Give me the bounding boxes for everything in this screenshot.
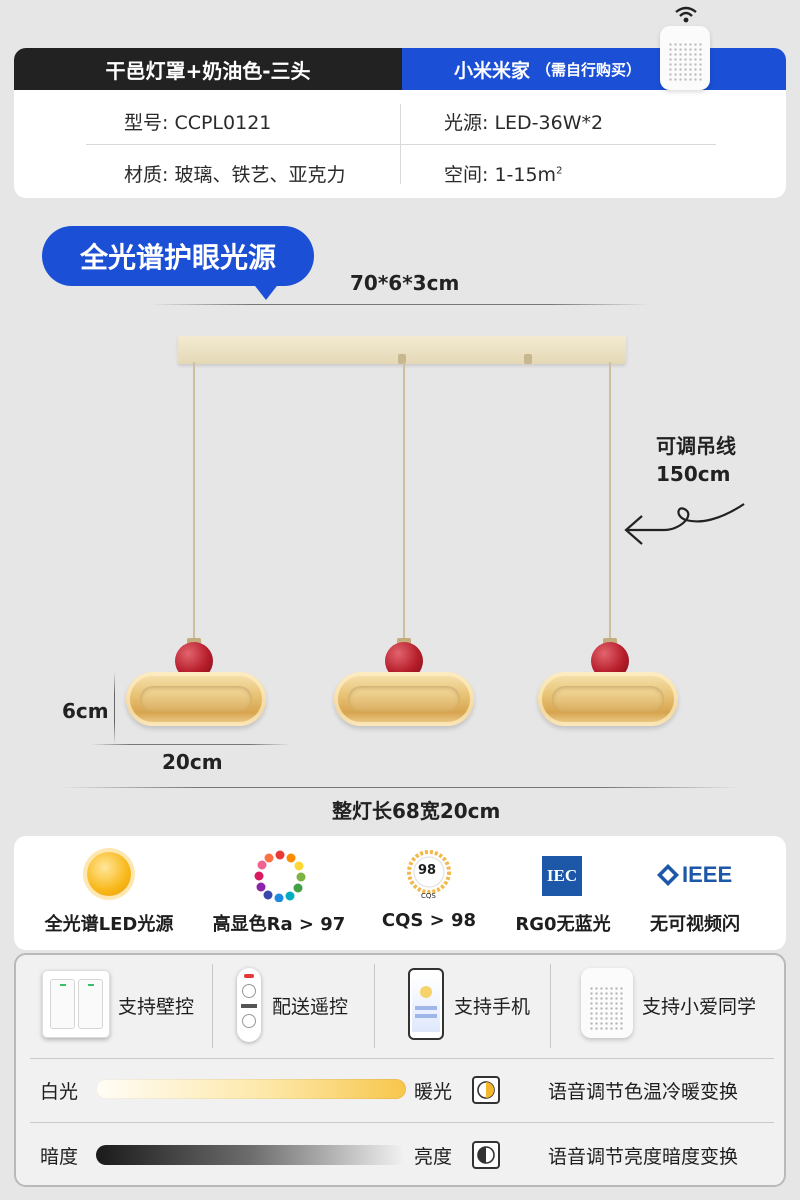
ieee-logo: IEEE: [656, 862, 732, 888]
control-label: 支持小爱同学: [642, 996, 757, 1018]
column-divider: [550, 964, 551, 1048]
canopy-dimension-line: [150, 304, 650, 305]
product-variant-title: 干邑灯罩+奶油色-三头: [14, 48, 402, 90]
ieee-diamond-icon: [657, 864, 679, 886]
phone-icon: [408, 968, 444, 1040]
ball-collar: [187, 638, 201, 644]
color-wheel-icon: [254, 850, 306, 906]
brand-name: 小米米家: [454, 59, 531, 82]
brightness-slider[interactable]: [96, 1145, 406, 1165]
brand-note: （需自行购买）: [536, 60, 642, 79]
space-text: 空间: 1-15m: [444, 164, 557, 186]
canopy-cap: [524, 354, 532, 364]
sun-icon: [87, 852, 131, 896]
glass-shade: [538, 672, 678, 726]
canopy-dimension: 70*6*3cm: [350, 271, 460, 295]
control-label: 支持手机: [454, 996, 531, 1018]
smart-speaker-icon: [581, 968, 633, 1038]
brightness-icon: [472, 1141, 500, 1169]
shade-width-line: [90, 744, 290, 745]
adjustable-cord-title: 可调吊线: [656, 434, 736, 458]
light-source: 光源: LED-36W*2: [444, 112, 604, 134]
ieee-text: IEEE: [682, 862, 733, 887]
ball-collar: [603, 638, 617, 644]
eye-care-badge: 全光谱护眼光源: [42, 226, 314, 286]
curly-arrow-icon: [620, 490, 750, 564]
wall-switch-icon: [42, 970, 110, 1038]
row-divider: [86, 144, 716, 145]
column-divider: [374, 964, 375, 1048]
material: 材质: 玻璃、铁艺、亚克力: [124, 164, 346, 186]
brightness-description: 语音调节亮度暗度变换: [548, 1146, 739, 1168]
row-divider: [30, 1058, 774, 1059]
spec-card: 干邑灯罩+奶油色-三头 小米米家 （需自行购买） 型号: CCPL0121 光源…: [14, 48, 786, 198]
hanging-cord: [193, 362, 195, 642]
hanging-cord: [609, 362, 611, 642]
row-divider: [30, 1122, 774, 1123]
compatible-brand-header: 小米米家 （需自行购买）: [402, 48, 786, 90]
cqs-caption: CQS: [421, 892, 436, 900]
column-divider: [400, 104, 401, 184]
total-size: 整灯长68宽20cm: [332, 799, 501, 823]
iec-logo: IEC: [542, 856, 582, 896]
space-superscript: 2: [556, 165, 563, 177]
cqs-value: 98: [418, 863, 437, 878]
hanging-cord: [403, 362, 405, 642]
column-divider: [212, 964, 213, 1048]
color-temperature-icon: [472, 1076, 500, 1104]
control-label: 配送遥控: [272, 996, 349, 1018]
space-range: 空间: 1-15m2: [444, 160, 562, 187]
color-temperature-slider[interactable]: [96, 1079, 406, 1099]
glass-shade: [334, 672, 474, 726]
shade-height-line: [114, 672, 115, 744]
total-dimension-line: [60, 787, 740, 788]
feature-label: 无可视频闪: [650, 914, 740, 935]
temp-left-label: 白光: [40, 1081, 79, 1103]
glass-shade: [126, 672, 266, 726]
wifi-icon: [674, 6, 698, 28]
features-card: [14, 836, 786, 950]
ball-collar: [397, 638, 411, 644]
shade-height-label: 6cm: [62, 699, 109, 723]
temp-right-label: 暖光: [414, 1081, 453, 1103]
remote-icon: [237, 968, 261, 1042]
feature-label: CQS > 98: [381, 910, 477, 931]
canopy-cap: [398, 354, 406, 364]
badge-pointer: [252, 282, 280, 300]
feature-label: RG0无蓝光: [515, 914, 611, 935]
brightness-left-label: 暗度: [40, 1146, 79, 1168]
cqs-icon: 98 CQS: [404, 848, 454, 904]
adjustable-cord-length: 150cm: [656, 462, 731, 486]
control-label: 支持壁控: [118, 996, 195, 1018]
brightness-right-label: 亮度: [414, 1146, 453, 1168]
smart-speaker-icon: [660, 26, 710, 90]
temp-description: 语音调节色温冷暖变换: [548, 1081, 739, 1103]
model-number: 型号: CCPL0121: [124, 112, 272, 134]
feature-label: 全光谱LED光源: [44, 914, 174, 935]
feature-label: 高显色Ra > 97: [212, 914, 346, 935]
shade-width-label: 20cm: [162, 750, 223, 774]
